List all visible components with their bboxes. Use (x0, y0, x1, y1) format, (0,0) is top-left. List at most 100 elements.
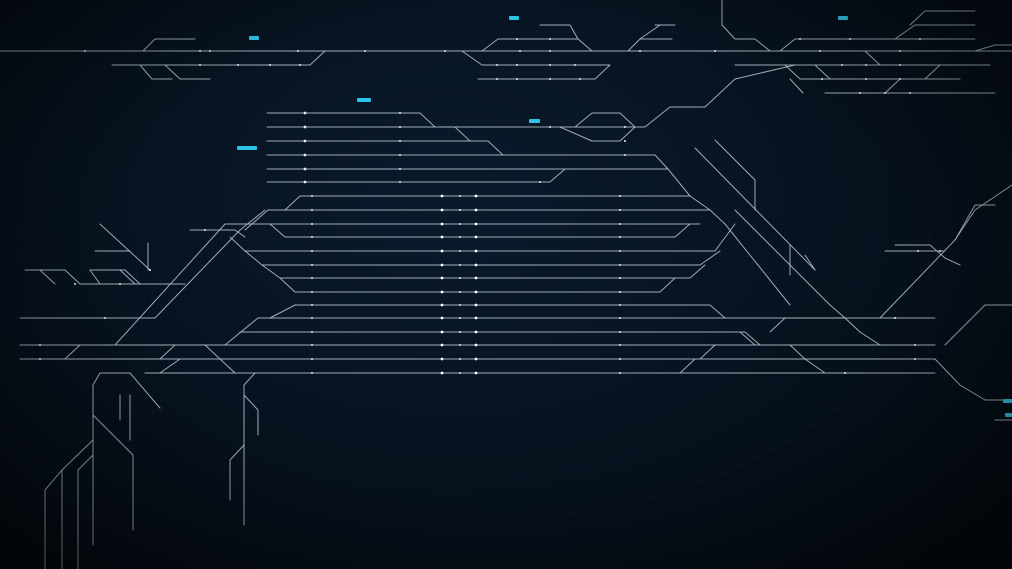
signal-dot (574, 64, 576, 66)
signal-dot (894, 317, 896, 319)
signal-dot (899, 64, 901, 66)
signal-dot (440, 316, 444, 320)
signal-dot (204, 229, 206, 231)
signal-dot (859, 92, 861, 94)
signal-dot (311, 277, 313, 279)
signal-dot (474, 330, 478, 334)
signal-dot (619, 250, 621, 252)
signal-dot (914, 358, 916, 360)
station-tag[interactable] (509, 16, 519, 20)
signal-dot (865, 64, 867, 66)
signal-dot (149, 269, 151, 271)
signal-dot (440, 303, 444, 307)
signal-dot (619, 223, 621, 225)
signal-dot (549, 38, 551, 40)
signal-dot (459, 209, 461, 211)
station-tag[interactable] (249, 36, 259, 40)
signal-dot (624, 140, 626, 142)
signal-dot (619, 372, 621, 374)
signal-dot (516, 64, 518, 66)
signal-dot (914, 344, 916, 346)
signal-dot (549, 50, 551, 52)
signal-dot (74, 283, 76, 285)
station-tag[interactable] (357, 98, 371, 102)
signal-dot (919, 38, 921, 40)
signal-dot (459, 317, 461, 319)
signal-dot (619, 344, 621, 346)
signal-dot (474, 316, 478, 320)
station-tag[interactable] (529, 119, 540, 123)
signal-dot (474, 208, 478, 212)
signal-dot (39, 358, 41, 360)
signal-dot (199, 64, 201, 66)
signal-dot (399, 112, 401, 114)
signal-dot (474, 194, 478, 198)
signal-dot (311, 264, 313, 266)
signal-dot (104, 317, 106, 319)
signal-dot (474, 276, 478, 280)
signal-dot (844, 372, 846, 374)
signal-dot (459, 236, 461, 238)
signal-dot (440, 290, 444, 294)
signal-dot (440, 235, 444, 239)
signal-dot (303, 167, 307, 171)
signal-dot (516, 38, 518, 40)
signal-dot (474, 222, 478, 226)
signal-dot (311, 195, 313, 197)
station-tag[interactable] (237, 146, 257, 150)
signal-dot (639, 50, 641, 52)
signal-dot (549, 64, 551, 66)
signal-dot (440, 222, 444, 226)
signal-dot (311, 250, 313, 252)
signal-dot (865, 78, 867, 80)
signal-dot (619, 317, 621, 319)
signal-dot (311, 317, 313, 319)
signal-dot (119, 283, 121, 285)
station-tag[interactable] (838, 16, 848, 20)
signal-dot (303, 111, 307, 115)
station-tag[interactable] (1005, 413, 1012, 417)
signal-dot (821, 78, 823, 80)
signal-dot (519, 50, 521, 52)
signal-dot (619, 195, 621, 197)
signal-dot (459, 358, 461, 360)
signal-dot (619, 209, 621, 211)
signal-dot (619, 358, 621, 360)
signal-dot (440, 357, 444, 361)
signal-dot (474, 249, 478, 253)
signal-dot (619, 331, 621, 333)
signal-dot (624, 126, 626, 128)
signal-dot (311, 291, 313, 293)
signal-dot (799, 38, 801, 40)
signal-dot (399, 126, 401, 128)
signal-dot (199, 50, 201, 52)
signal-dot (899, 50, 901, 52)
signal-dot (474, 371, 478, 375)
signal-dot (459, 344, 461, 346)
signal-dot (303, 139, 307, 143)
signal-dot (39, 344, 41, 346)
signal-dot (474, 343, 478, 347)
signal-dot (399, 140, 401, 142)
signal-dot (303, 180, 307, 184)
signal-dot (311, 331, 313, 333)
signal-dot (619, 277, 621, 279)
signal-dot (399, 168, 401, 170)
signal-dot (459, 277, 461, 279)
signal-dot (311, 223, 313, 225)
signal-dot (459, 264, 461, 266)
signal-dot (399, 181, 401, 183)
signal-dot (539, 181, 541, 183)
signal-dot (440, 330, 444, 334)
station-tag[interactable] (1003, 399, 1012, 403)
signal-dot (440, 208, 444, 212)
signal-dot (311, 358, 313, 360)
signal-dot (459, 250, 461, 252)
signal-dot (496, 64, 498, 66)
signal-dot (209, 50, 211, 52)
signal-dot (399, 154, 401, 156)
signal-dot (440, 276, 444, 280)
signal-dot (237, 64, 239, 66)
signal-dot (549, 126, 551, 128)
signal-dot (819, 50, 821, 52)
